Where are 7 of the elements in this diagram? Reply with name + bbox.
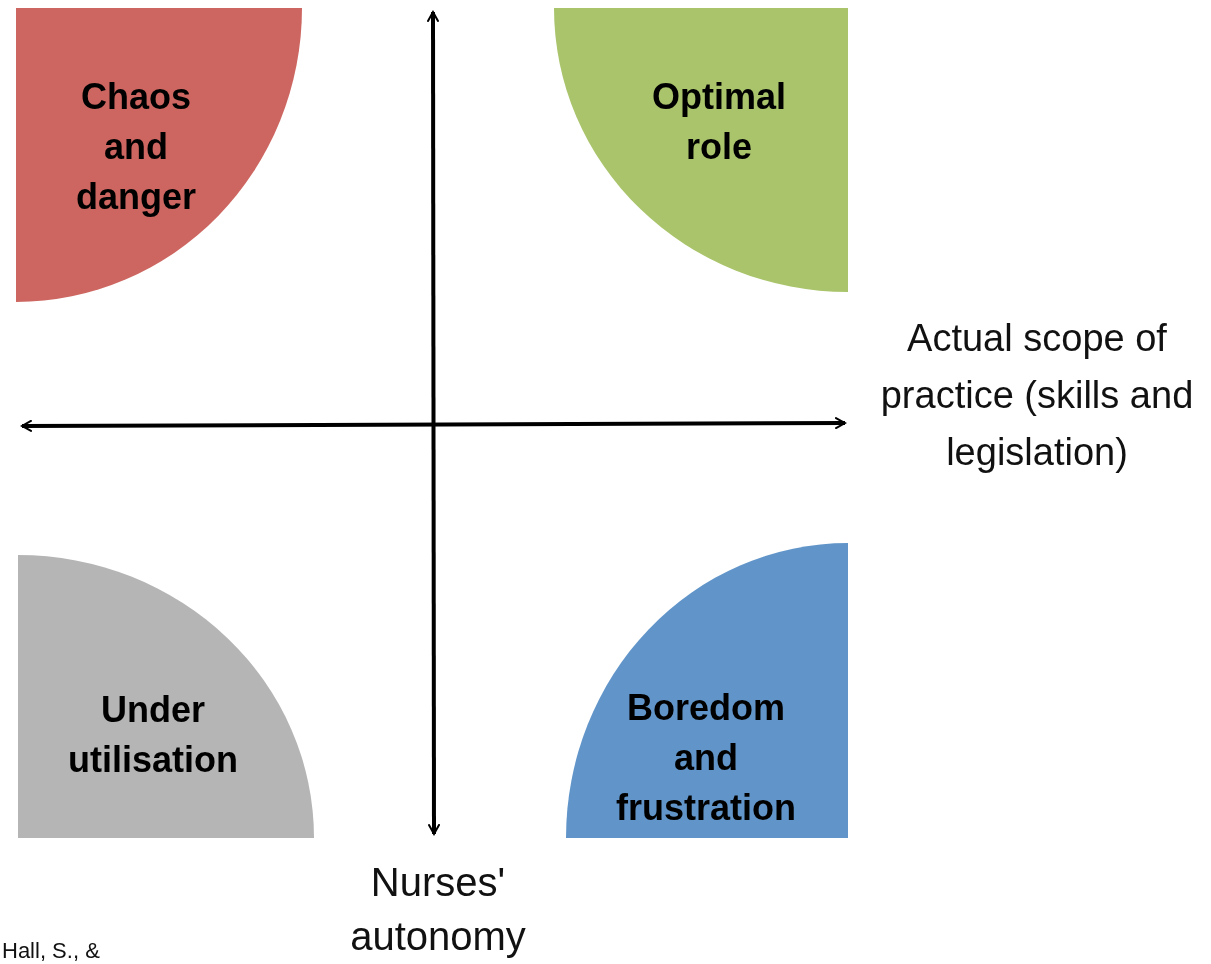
quadrant-label: Optimal role [651, 75, 787, 169]
axis-label: Hall, S., & [2, 937, 101, 964]
quadrant-label: Chaos and danger [75, 75, 197, 219]
axis-label: Actual scope of practice (skills and legislation) [879, 316, 1195, 475]
quadrant-label: Under utilisation [67, 688, 239, 782]
quadrant-label: Boredom and frustration [615, 686, 797, 830]
axis-label: Nurses' autonomy [349, 859, 527, 960]
